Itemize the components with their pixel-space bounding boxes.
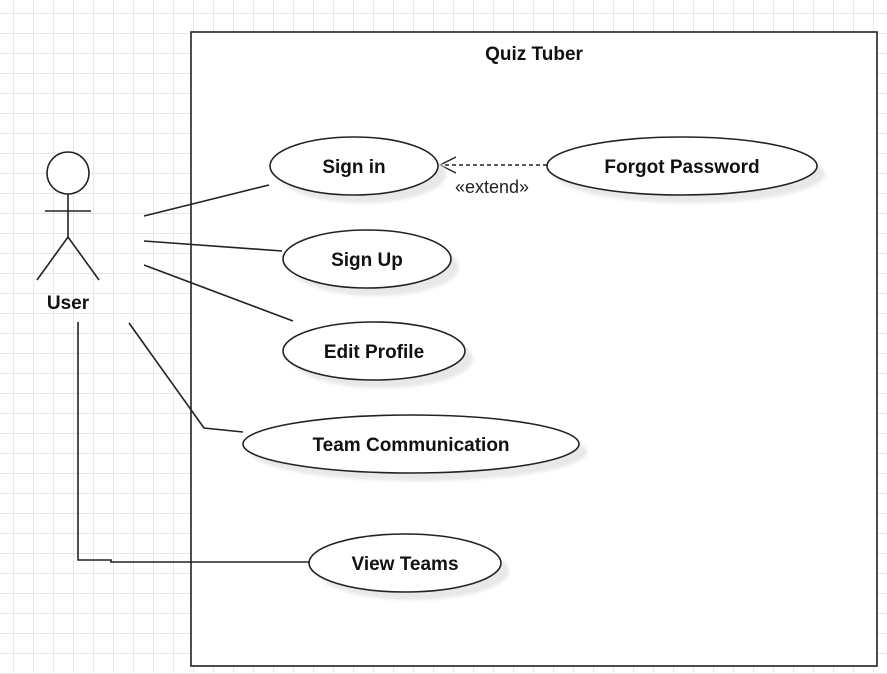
actor-head [46, 151, 90, 195]
actor-right-leg [67, 236, 100, 281]
use-case-ellipse [242, 414, 580, 474]
use-case-label: Team Communication [312, 435, 509, 456]
use-case-sign-up[interactable]: Sign Up [282, 229, 459, 296]
use-case-edit-profile[interactable]: Edit Profile [282, 321, 473, 388]
actor-user[interactable]: User [36, 151, 100, 314]
use-case-ellipse [282, 321, 466, 381]
use-case-label: Sign in [322, 157, 385, 178]
use-case-ellipse [269, 136, 439, 196]
association-team-communication[interactable] [128, 322, 244, 433]
use-case-ellipse [282, 229, 452, 289]
use-case-sign-in[interactable]: Sign in [269, 136, 446, 203]
actor-left-leg [36, 236, 69, 281]
use-case-ellipse [546, 136, 818, 196]
use-case-ellipse [308, 533, 502, 593]
association-sign-up[interactable] [143, 240, 283, 252]
association-edit-profile[interactable] [143, 264, 294, 322]
use-case-label: Forgot Password [604, 157, 759, 178]
use-case-forgot-password[interactable]: Forgot Password [546, 136, 825, 203]
association-view-teams[interactable] [77, 322, 309, 563]
use-case-team-communication[interactable]: Team Communication [242, 414, 587, 481]
system-title: Quiz Tuber [485, 44, 583, 65]
use-case-view-teams[interactable]: View Teams [308, 533, 509, 600]
use-case-label: Edit Profile [324, 342, 424, 363]
extend-label: «extend» [455, 177, 529, 197]
use-case-label: Sign Up [331, 250, 403, 271]
use-case-label: View Teams [351, 554, 458, 575]
association-sign-in[interactable] [143, 184, 270, 217]
actor-label: User [47, 293, 90, 314]
